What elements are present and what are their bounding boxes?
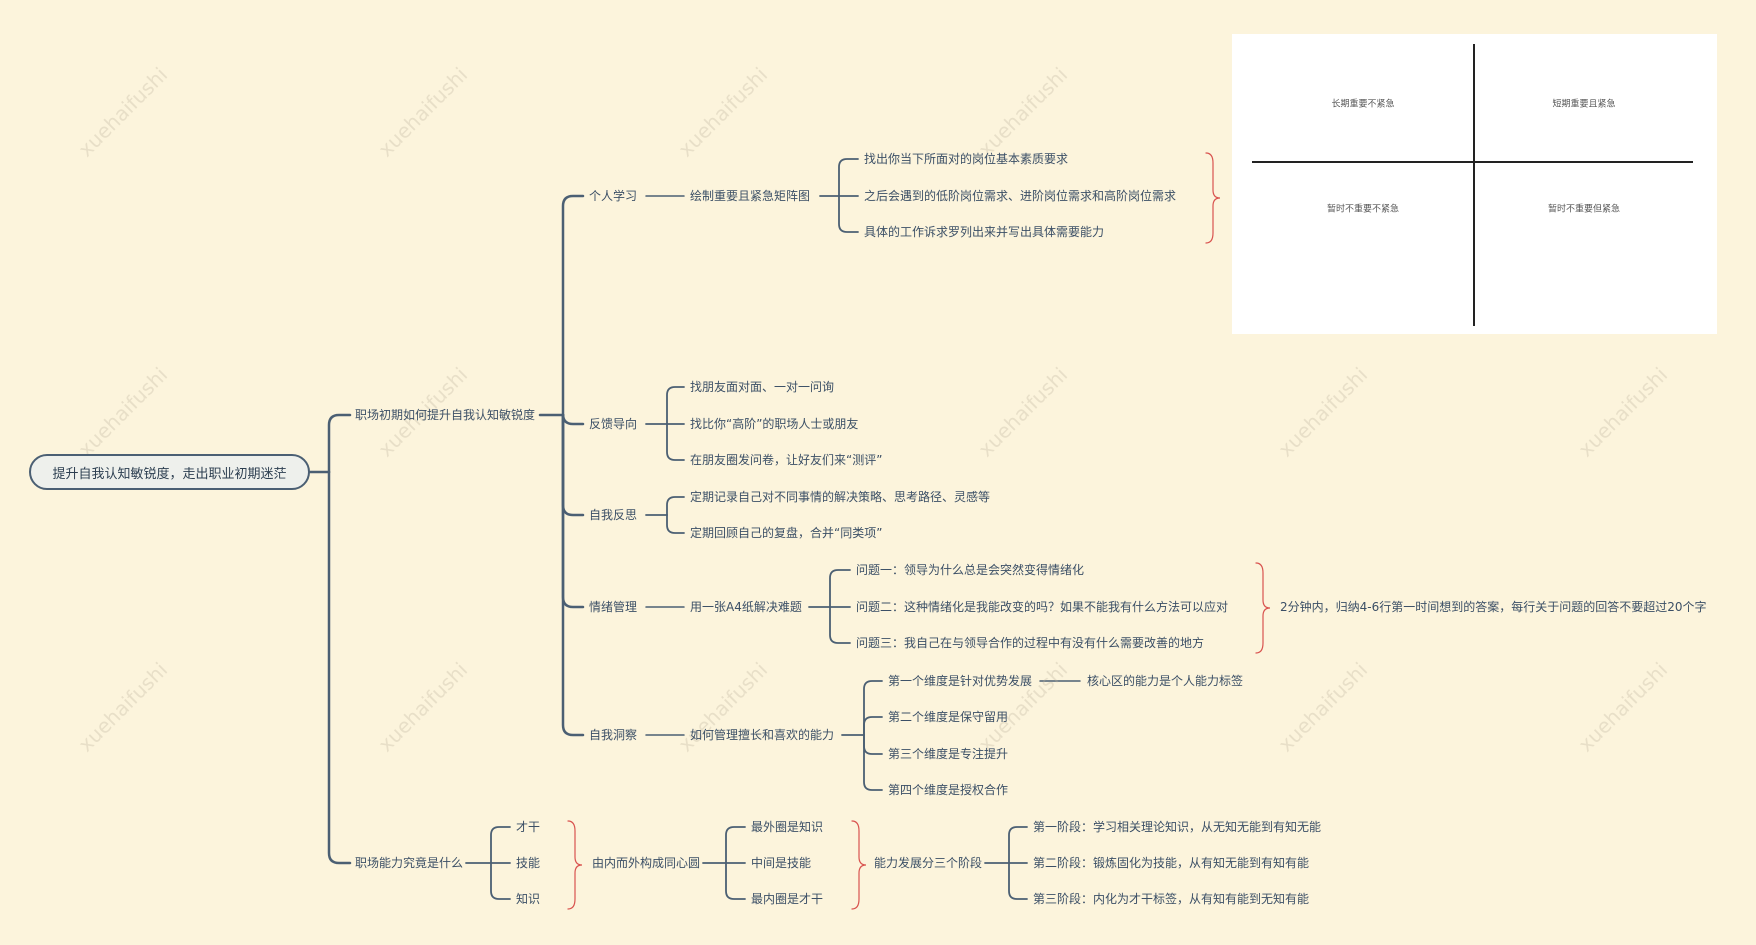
branch1-fork-link [561, 413, 585, 426]
topic-feedback[interactable]: 反馈导向 [589, 417, 638, 431]
emotion-fork-link [829, 569, 851, 608]
insight-dimension[interactable]: 第四个维度是授权合作 [888, 783, 1009, 797]
stages-fork-link [1008, 826, 1028, 864]
circles-fork-link [725, 826, 746, 864]
branch-competence[interactable]: 职场能力究竟是什么 [355, 856, 464, 870]
circles-fork-link [725, 862, 746, 900]
reflection-item[interactable]: 定期记录自己对不同事情的解决策略、思考路径、灵感等 [690, 490, 991, 504]
priority-matrix: 长期重要不紧急 短期重要且紧急 暂时不重要不紧急 暂时不重要但紧急 [1232, 34, 1717, 334]
emotion-brace [1255, 562, 1271, 654]
matrix-quadrant-bottom-left: 暂时不重要不紧急 [1326, 204, 1400, 215]
insight-fork-link [863, 680, 883, 736]
feedback-item[interactable]: 找朋友面对面、一对一问询 [690, 380, 835, 394]
insight-core-label[interactable]: 核心区的能力是个人能力标签 [1087, 674, 1244, 688]
matrix-quadrant-top-right: 短期重要且紧急 [1552, 99, 1616, 110]
insight-dimension[interactable]: 第二个维度是保守留用 [888, 710, 1009, 724]
matrix-horizontal-axis [1252, 161, 1693, 163]
insight-fork-link [863, 734, 883, 791]
branch1-fork-link [561, 194, 585, 417]
emotion-fork-link [829, 606, 851, 644]
emotion-question[interactable]: 问题二：这种情绪化是我能改变的吗？如果不能我有什么方法可以应对 [856, 600, 1229, 614]
insight-dimension[interactable]: 第三个维度是专注提升 [888, 747, 1009, 761]
branch-self-awareness[interactable]: 职场初期如何提升自我认知敏锐度 [355, 408, 536, 422]
reflection-item[interactable]: 定期回顾自己的复盘，合并“同类项” [690, 526, 883, 540]
stage-item[interactable]: 第一阶段：学习相关理论知识，从无知无能到有知无能 [1033, 820, 1322, 834]
branch2-fork-link [490, 862, 511, 900]
circle-item[interactable]: 最内圈是才干 [751, 892, 824, 906]
branch1-fork-link [561, 413, 585, 737]
topic-insight[interactable]: 自我洞察 [589, 728, 638, 742]
learning-item[interactable]: 找出你当下所面对的岗位基本素质要求 [864, 152, 1069, 166]
topic-personal-learning[interactable]: 个人学习 [589, 189, 638, 203]
reflection-fork-link [666, 496, 685, 516]
circle-item[interactable]: 最外圈是知识 [751, 820, 824, 834]
root-fork-link [327, 413, 352, 474]
stage-item[interactable]: 第二阶段：锻炼固化为技能，从有知无能到有知有能 [1033, 856, 1310, 870]
insight-fork-link [863, 716, 883, 736]
root-fork-link [327, 470, 352, 865]
learning-fork-link [838, 195, 859, 233]
feedback-fork-link [666, 423, 685, 461]
stage-item[interactable]: 第三阶段：内化为才干标签，从有知有能到无知有能 [1033, 892, 1310, 906]
learning-fork-link [838, 158, 859, 197]
topic-manage-strengths[interactable]: 如何管理擅长和喜欢的能力 [690, 728, 835, 742]
matrix-quadrant-bottom-right: 暂时不重要但紧急 [1547, 204, 1621, 215]
topic-reflection[interactable]: 自我反思 [589, 508, 638, 522]
feedback-item[interactable]: 在朋友圈发问卷，让好友们来“测评” [690, 453, 883, 467]
topic-concentric-circles[interactable]: 由内而外构成同心圆 [592, 856, 701, 870]
feedback-fork-link [666, 386, 685, 425]
topic-a4-paper[interactable]: 用一张A4纸解决难题 [690, 600, 802, 614]
topic-three-stages[interactable]: 能力发展分三个阶段 [874, 856, 983, 870]
competence-item[interactable]: 技能 [516, 856, 541, 870]
circle-item[interactable]: 中间是技能 [751, 856, 812, 870]
matrix-quadrant-top-left: 长期重要不紧急 [1331, 99, 1395, 110]
feedback-item[interactable]: 找比你“高阶”的职场人士或朋友 [690, 417, 859, 431]
emotion-summary[interactable]: 2分钟内，归纳4-6行第一时间想到的答案，每行关于问题的回答不要超过20个字 [1280, 600, 1707, 614]
insight-dimension[interactable]: 第一个维度是针对优势发展 [888, 674, 1033, 688]
learning-brace [1205, 152, 1221, 244]
branch2-fork-link [490, 826, 511, 864]
stages-fork-link [1008, 862, 1028, 900]
matrix-vertical-axis [1473, 44, 1475, 326]
reflection-fork-link [666, 514, 685, 534]
competence-item[interactable]: 知识 [516, 892, 541, 906]
learning-item[interactable]: 之后会遇到的低阶岗位需求、进阶岗位需求和高阶岗位需求 [864, 189, 1177, 203]
branch2-brace [567, 820, 583, 910]
branch1-fork-link [561, 413, 585, 609]
topic-emotion[interactable]: 情绪管理 [589, 600, 638, 614]
learning-item[interactable]: 具体的工作诉求罗列出来并写出具体需要能力 [864, 225, 1105, 239]
root-topic[interactable]: 提升自我认知敏锐度，走出职业初期迷茫 [29, 454, 310, 490]
branch1-fork-link [561, 413, 585, 517]
insight-fork-link [863, 734, 883, 755]
emotion-question[interactable]: 问题三：我自己在与领导合作的过程中有没有什么需要改善的地方 [856, 636, 1205, 650]
emotion-question[interactable]: 问题一：领导为什么总是会突然变得情绪化 [856, 563, 1085, 577]
topic-priority-matrix[interactable]: 绘制重要且紧急矩阵图 [690, 189, 811, 203]
competence-item[interactable]: 才干 [516, 820, 541, 834]
circles-brace [851, 820, 867, 910]
